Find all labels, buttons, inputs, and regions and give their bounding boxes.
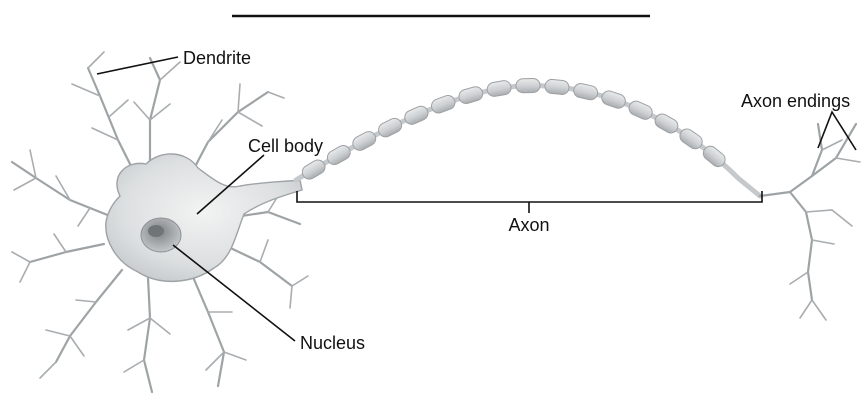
myelin-sheath xyxy=(300,78,728,181)
axon-label: Axon xyxy=(508,215,549,235)
myelin-segment xyxy=(627,99,655,122)
dendrite-label: Dendrite xyxy=(183,48,251,68)
cell-body-label: Cell body xyxy=(248,136,323,156)
axon-endings-leader xyxy=(818,112,856,150)
myelin-segment xyxy=(600,89,627,110)
myelin-segment xyxy=(430,93,457,115)
myelin-segment xyxy=(516,78,540,93)
myelin-segment xyxy=(544,79,569,95)
axon-terminals xyxy=(760,124,860,320)
myelin-segment xyxy=(376,116,404,139)
axon-bracket xyxy=(297,191,762,202)
cell-body xyxy=(106,154,302,281)
nucleus-leader xyxy=(173,245,295,341)
myelin-segment xyxy=(457,85,484,105)
nucleus-label: Nucleus xyxy=(300,333,365,353)
myelin-segment xyxy=(486,80,512,98)
myelin-segment xyxy=(403,104,431,127)
nucleolus xyxy=(148,225,164,237)
myelin-segment xyxy=(572,82,599,101)
dendrite-leader xyxy=(97,57,178,74)
axon-endings-label: Axon endings xyxy=(741,91,850,111)
